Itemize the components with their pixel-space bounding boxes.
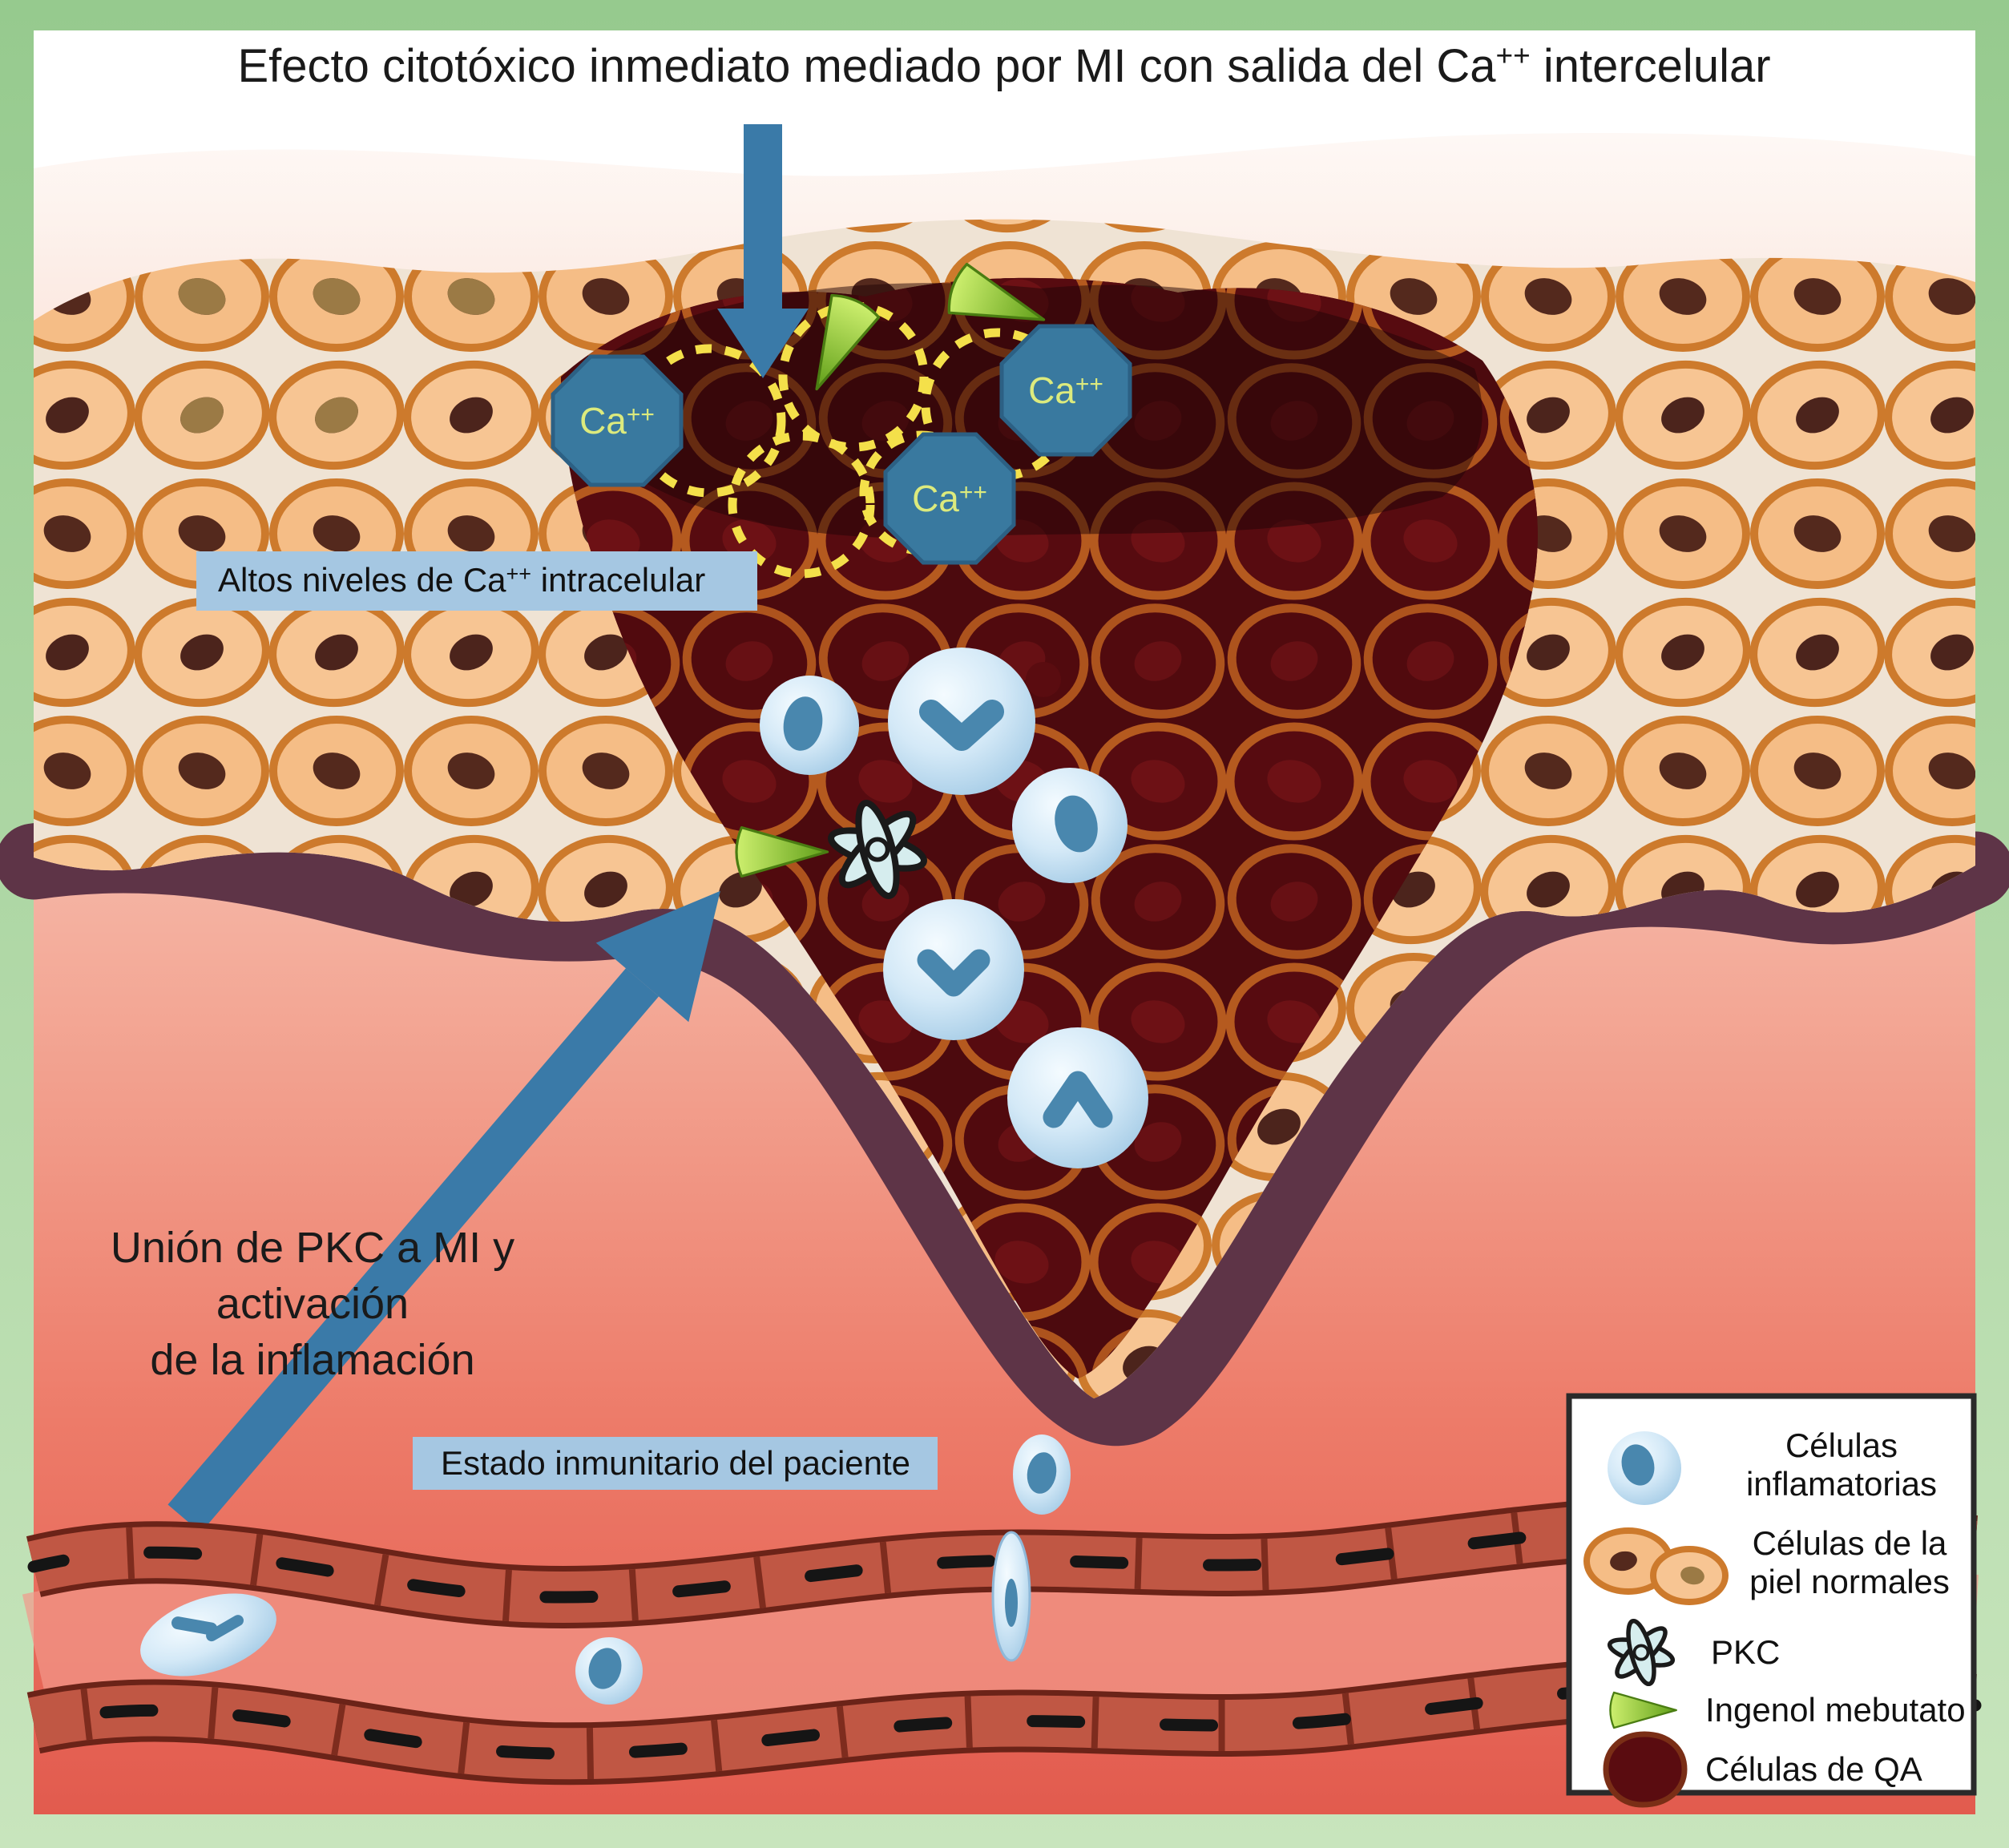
pkc-binding-caption: Unión de PKC a MI y activación de la inf… [111, 1224, 514, 1384]
ca-badge-label: Ca++ [579, 400, 655, 442]
pkc-caption-line2: activación [216, 1280, 409, 1328]
legend-item-qa: Células de QA [1603, 1731, 1922, 1808]
inflammatory-cell-icon [888, 648, 1035, 795]
legend-item-inflammatory: Células inflamatorias [1608, 1426, 1937, 1505]
legend-item-normal-skin: Células de la piel normales [1583, 1524, 1950, 1605]
diagram-title: Efecto citotóxico inmediato mediado por … [237, 39, 1770, 92]
pkc-caption-line3: de la inflamación [150, 1336, 474, 1384]
inflammatory-cells [760, 648, 1148, 1168]
normal-skin-cells-icon [1583, 1527, 1729, 1605]
legend-item-pkc: PKC [1608, 1619, 1780, 1687]
legend-label-inflammatory-2: inflamatorias [1746, 1465, 1937, 1503]
inflammatory-cell-icon [991, 1531, 1031, 1662]
inflammatory-cell-icon [760, 676, 859, 775]
inflammatory-cell-icon [883, 899, 1024, 1040]
high-ca-text: Altos niveles de Ca++ intracelular [218, 561, 705, 599]
inflammatory-cell-icon [1013, 1434, 1071, 1515]
qa-cell-icon [1603, 1731, 1688, 1808]
ca-badge-label: Ca++ [912, 478, 987, 519]
legend-label-qa: Células de QA [1705, 1750, 1922, 1788]
legend-item-ingenol: Ingenol mebutato [1609, 1691, 1966, 1729]
immune-status-label: Estado inmunitario del paciente [413, 1437, 938, 1490]
ca-badge-label: Ca++ [1028, 369, 1103, 411]
legend-label-ingenol: Ingenol mebutato [1705, 1691, 1966, 1729]
ca-badge-right: Ca++ [999, 324, 1132, 457]
pkc-activation-arrow [167, 890, 720, 1533]
immune-status-text: Estado inmunitario del paciente [441, 1444, 910, 1482]
pkc-caption-line1: Unión de PKC a MI y [111, 1224, 514, 1272]
legend-label-pkc: PKC [1711, 1633, 1780, 1671]
inflammatory-cell-icon [575, 1637, 643, 1705]
legend-label-inflammatory-1: Células [1785, 1426, 1898, 1464]
ca-badge-left: Ca++ [551, 354, 684, 487]
mi-application-arrow [717, 124, 809, 378]
sky-area [34, 30, 1975, 176]
legend-label-normal-skin-1: Células de la [1753, 1524, 1947, 1562]
legend: Células inflamatorias Células de la piel… [1566, 1393, 1977, 1808]
inflammatory-cell-icon [1012, 768, 1128, 883]
stray-qa-cell [1026, 662, 1061, 697]
high-ca-label: Altos niveles de Ca++ intracelular [196, 551, 757, 611]
inflammatory-cell-icon [1007, 1027, 1148, 1168]
legend-label-normal-skin-2: piel normales [1749, 1563, 1950, 1600]
tan-nuclei-cluster [178, 278, 495, 434]
inflammatory-cell-icon [140, 1593, 276, 1677]
ca-badge-center: Ca++ [883, 432, 1016, 565]
